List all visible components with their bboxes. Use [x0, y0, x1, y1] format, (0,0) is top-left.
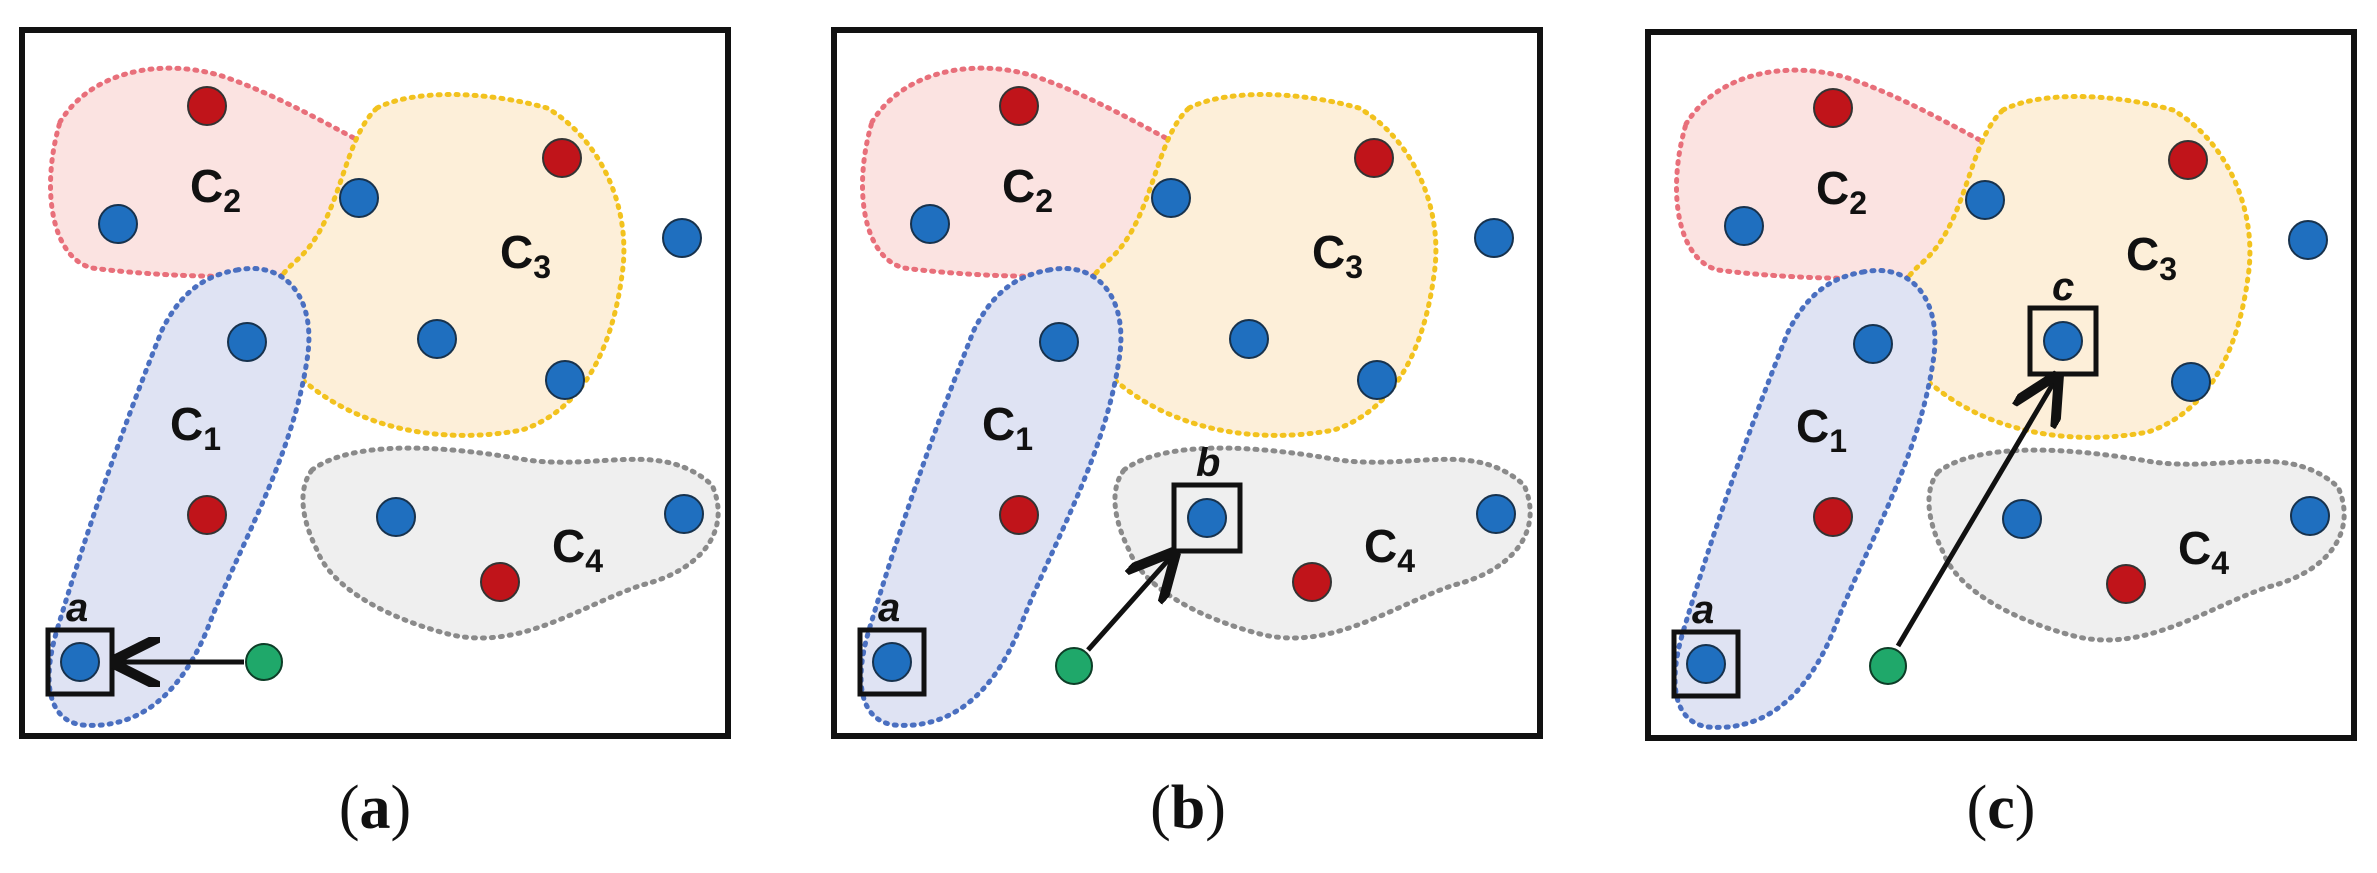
cluster-label-c2: C2	[1816, 162, 1867, 221]
cluster-label-c3: C3	[500, 226, 551, 285]
cluster-label-c1: C1	[982, 398, 1033, 457]
blue-point	[910, 204, 950, 244]
caption-b: (b)	[1150, 774, 1226, 842]
query-point	[1869, 647, 1907, 685]
cluster-label-c2: C2	[190, 160, 241, 219]
arrow	[1895, 382, 2054, 648]
red-point	[187, 86, 227, 126]
red-point	[2168, 140, 2208, 180]
cluster-regions	[1675, 70, 2344, 727]
blue-point	[1151, 178, 1191, 218]
blue-point	[1476, 494, 1516, 534]
blue-point	[1853, 324, 1893, 364]
panel-c: c a C2 C3 C1 C4	[1645, 29, 2357, 741]
cluster-label-c4: C4	[1364, 520, 1415, 579]
caption-c: (c)	[1967, 774, 2036, 842]
selection-box-a	[1671, 629, 1741, 699]
blue-point	[1357, 360, 1397, 400]
blue-point	[2290, 496, 2330, 536]
cluster-regions	[861, 68, 1530, 725]
panel-b: b a C2 C3 C1 C4	[831, 27, 1543, 739]
red-point	[1354, 138, 1394, 178]
cluster-label-c2: C2	[1002, 160, 1053, 219]
blue-point	[227, 322, 267, 362]
blue-point	[1474, 218, 1514, 258]
blue-point	[339, 178, 379, 218]
point-label-a: a	[878, 586, 900, 630]
red-point	[480, 562, 520, 602]
query-point	[245, 643, 283, 681]
selection-box-b	[1171, 482, 1243, 554]
red-point	[1813, 497, 1853, 537]
cluster-label-c4: C4	[2178, 522, 2229, 581]
cluster-label-c1: C1	[1796, 400, 1847, 459]
blue-point-a	[60, 642, 100, 682]
red-point	[1813, 88, 1853, 128]
point-label-a: a	[66, 586, 88, 630]
blue-point	[2002, 499, 2042, 539]
point-label-c: c	[2052, 265, 2074, 309]
blue-point	[662, 218, 702, 258]
panel-frame	[831, 27, 1543, 739]
blue-point	[376, 497, 416, 537]
red-point	[999, 86, 1039, 126]
blue-point	[2171, 362, 2211, 402]
red-point	[999, 495, 1039, 535]
cluster-label-c1: C1	[170, 398, 221, 457]
blue-point-b	[1187, 498, 1227, 538]
cluster-c2-region	[49, 68, 718, 725]
arrow	[1086, 558, 1170, 652]
cluster-label-c3: C3	[2126, 228, 2177, 287]
cluster-label-c4: C4	[552, 520, 603, 579]
blue-point	[2288, 220, 2328, 260]
query-point	[1055, 647, 1093, 685]
blue-point-c	[2043, 321, 2083, 361]
panel-a: a C2 C3 C1 C4	[19, 27, 731, 739]
blue-point	[664, 494, 704, 534]
blue-point	[417, 319, 457, 359]
red-point	[1292, 562, 1332, 602]
blue-point	[98, 204, 138, 244]
caption-a: (a)	[339, 774, 411, 842]
selection-box-a	[857, 627, 927, 697]
blue-point	[1229, 319, 1269, 359]
cluster-label-c3: C3	[1312, 226, 1363, 285]
panel-frame	[1645, 29, 2357, 741]
red-point	[542, 138, 582, 178]
point-label-b: b	[1196, 441, 1220, 485]
red-point	[187, 495, 227, 535]
blue-point-a	[1686, 644, 1726, 684]
red-point	[2106, 564, 2146, 604]
blue-point-a	[872, 642, 912, 682]
blue-point	[545, 360, 585, 400]
point-label-a: a	[1692, 588, 1714, 632]
blue-point	[1724, 206, 1764, 246]
blue-point	[1965, 180, 2005, 220]
panel-frame	[19, 27, 731, 739]
blue-point	[1039, 322, 1079, 362]
